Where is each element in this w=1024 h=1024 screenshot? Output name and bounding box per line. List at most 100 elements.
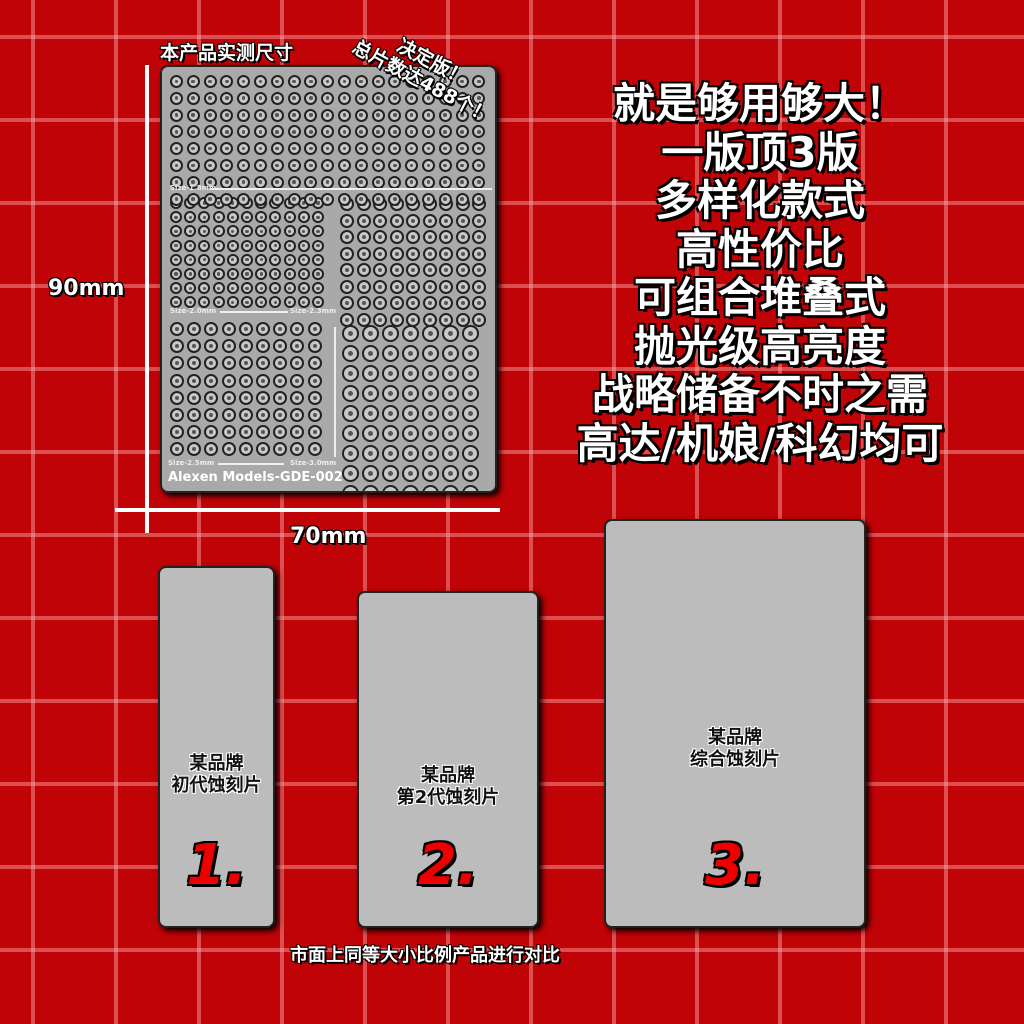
screw-head-decal xyxy=(304,192,318,206)
screw-head-decal xyxy=(212,282,225,295)
screw-head-decal xyxy=(472,159,486,172)
screw-head-decal xyxy=(442,445,459,462)
screw-head-decal xyxy=(362,425,379,442)
screw-head-decal xyxy=(237,192,251,206)
screw-head-decal xyxy=(184,225,197,238)
screw-head-decal xyxy=(406,230,420,244)
screw-head-decal xyxy=(371,125,385,139)
screw-head-decal xyxy=(438,192,452,206)
screw-head-decal xyxy=(373,230,387,244)
screw-head-decal xyxy=(226,239,239,252)
screw-head-decal xyxy=(187,442,202,457)
screw-head-decal xyxy=(338,192,351,206)
screw-head-decal xyxy=(354,125,368,139)
screw-head-decal xyxy=(184,282,197,295)
screw-head-decal xyxy=(220,91,234,105)
screw-head-decal xyxy=(238,442,253,457)
screw-head-decal xyxy=(241,282,253,295)
screw-head-decal xyxy=(389,312,404,327)
screw-head-decal xyxy=(170,125,183,139)
screw-head-decal xyxy=(389,263,404,277)
screw-head-decal xyxy=(455,263,470,277)
screw-head-decal xyxy=(237,175,251,189)
screw-head-decal xyxy=(254,91,267,105)
screw-head-decal xyxy=(462,465,479,482)
screw-head-decal xyxy=(389,279,404,294)
screw-head-decal xyxy=(212,253,225,266)
screw-head-decal xyxy=(442,385,459,402)
screw-head-decal xyxy=(455,213,470,228)
screw-head-decal xyxy=(356,263,371,277)
screw-head-decal xyxy=(273,390,288,405)
screw-head-decal xyxy=(362,385,379,402)
screw-head-decal xyxy=(304,91,318,105)
screw-head-decal xyxy=(273,442,288,457)
screw-head-decal xyxy=(170,253,182,266)
screw-head-decal xyxy=(442,365,459,382)
screw-head-decal xyxy=(462,325,479,342)
screw-head-decal xyxy=(362,325,379,342)
screw-head-decal xyxy=(438,159,452,172)
screw-head-decal xyxy=(340,296,354,310)
screw-head-decal xyxy=(389,246,404,261)
screw-head-decal xyxy=(204,322,219,336)
screw-head-decal xyxy=(307,322,322,336)
screw-head-decal xyxy=(226,253,239,266)
feature: 高性价比 xyxy=(675,224,844,274)
screw-head-decal xyxy=(373,246,387,261)
screw-head-decal xyxy=(342,425,359,442)
screw-head-decal xyxy=(254,108,267,122)
screw-head-decal xyxy=(422,425,439,442)
screw-head-decal xyxy=(297,225,310,238)
size-label: Size-3.0mm xyxy=(290,459,337,467)
screw-head-decal xyxy=(422,385,439,402)
screw-head-decal xyxy=(438,91,452,105)
screw-head-decal xyxy=(312,268,324,280)
screw-head-decal xyxy=(307,408,322,422)
screw-head-decal xyxy=(241,225,253,238)
screw-head-decal xyxy=(340,312,354,327)
screw-head-decal xyxy=(388,125,402,139)
screw-head-decal xyxy=(287,159,301,172)
screw-head-decal xyxy=(362,365,379,382)
screw-head-decal xyxy=(187,425,202,440)
screw-head-decal xyxy=(438,75,452,88)
screw-head-decal xyxy=(283,239,296,252)
screw-head-decal xyxy=(287,108,301,122)
screw-head-decal xyxy=(405,192,419,206)
screw-head-decal xyxy=(342,365,359,382)
screw-head-decal xyxy=(462,445,479,462)
screw-head-decal xyxy=(462,385,479,402)
screw-head-decal xyxy=(472,175,486,189)
screw-head-decal xyxy=(422,192,435,206)
screw-head-decal xyxy=(187,408,202,422)
screw-head-decal xyxy=(406,296,420,310)
screw-head-decal xyxy=(186,108,200,122)
screw-head-decal xyxy=(170,390,184,405)
feature-list: 就是够用够大！ 一版顶3版 多样化款式 高性价比 可组合堆叠式 抛光级高亮度 战… xyxy=(520,79,1000,468)
screw-head-decal xyxy=(338,75,351,88)
screw-head-decal xyxy=(283,211,296,224)
screw-head-decal xyxy=(290,408,305,422)
screw-head-decal xyxy=(382,425,399,442)
screw-head-decal xyxy=(439,279,453,294)
screw-head-decal xyxy=(356,213,371,228)
screw-head-decal xyxy=(186,125,200,139)
screw-head-decal xyxy=(442,405,459,422)
screw-head-decal xyxy=(273,356,288,371)
screw-head-decal xyxy=(170,75,183,88)
screw-head-decal xyxy=(187,390,202,405)
screw-head-decal xyxy=(290,356,305,371)
screw-head-decal xyxy=(422,75,435,88)
screw-head-decal xyxy=(321,75,335,88)
screw-head-decal xyxy=(371,192,385,206)
screw-head-decal xyxy=(170,322,184,336)
screw-head-decal xyxy=(270,108,284,122)
screw-head-decal xyxy=(307,390,322,405)
screw-head-decal xyxy=(438,125,452,139)
screw-head-decal xyxy=(220,75,234,88)
screw-head-decal xyxy=(170,268,182,280)
screw-head-decal xyxy=(269,282,282,295)
screw-head-decal xyxy=(212,239,225,252)
screw-head-decal xyxy=(438,108,452,122)
